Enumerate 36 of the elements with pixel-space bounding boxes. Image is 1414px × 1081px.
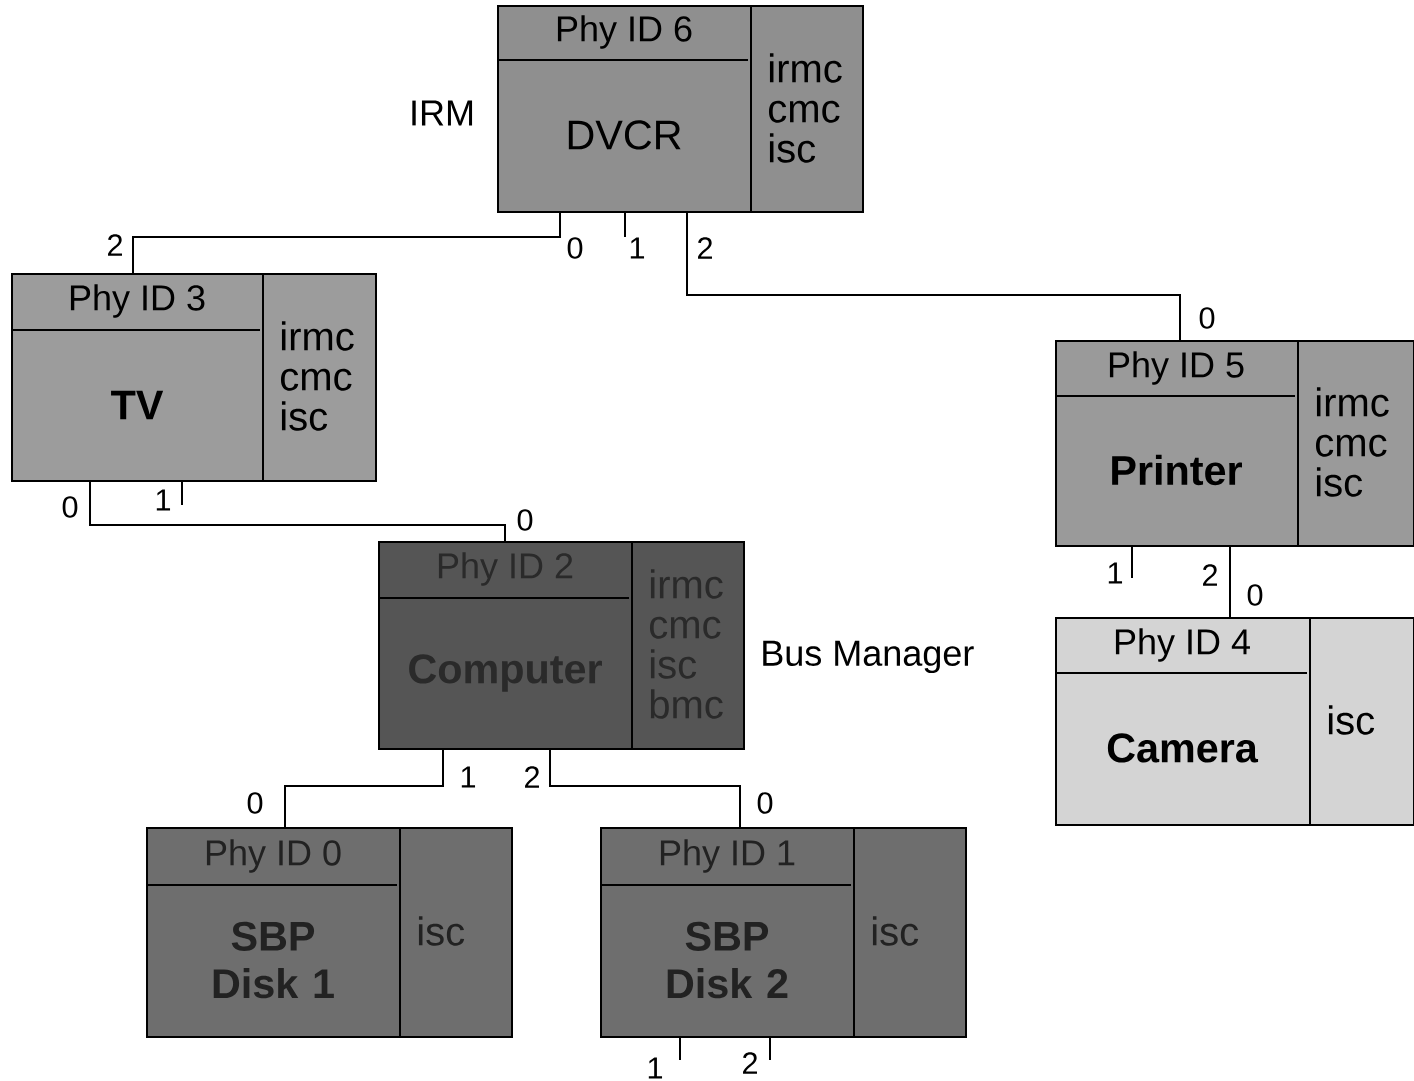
device-box: Phy ID 6 DVCR irmc cmc isc [496,4,864,213]
device-box: Phy ID 5 Printer irmc cmc isc [1054,339,1414,547]
role-label: IRM [412,100,473,126]
port-number: 2 [743,1052,757,1074]
port-number: 1 [461,766,476,788]
port-number: 0 [1199,307,1215,329]
port-number: 1 [1108,562,1123,584]
port-number: 0 [62,496,78,518]
device-box: Phy ID 1 SBP Disk 2 isc [599,826,967,1038]
port-number: 2 [698,237,712,259]
port-number: 2 [1203,564,1217,586]
connector-line [686,212,1181,341]
port-stub [679,1037,681,1061]
device-box: Phy ID 0 SBP Disk 1 isc [145,826,513,1038]
port-number: 1 [648,1057,663,1079]
port-stub [624,212,626,238]
connector-line [1229,546,1231,618]
port-stub [181,481,183,506]
port-number: 0 [757,792,773,814]
port-stub [769,1037,771,1061]
connector-line [132,212,561,274]
port-number: 0 [247,792,263,814]
port-number: 1 [630,237,645,259]
port-number: 2 [108,234,122,256]
port-number: 0 [567,237,583,259]
connector-line [284,749,444,828]
port-number: 0 [517,509,533,531]
connector-line [549,749,741,828]
port-number: 1 [156,489,171,511]
connector-line [89,481,506,542]
port-number: 0 [1247,584,1263,606]
port-stub [1131,546,1133,579]
port-number: 2 [525,766,539,788]
role-label: Bus Manager [763,640,974,674]
device-box: Phy ID 3 TV irmc cmc isc [10,272,377,482]
device-box: Phy ID 4 Camera isc [1054,616,1414,826]
